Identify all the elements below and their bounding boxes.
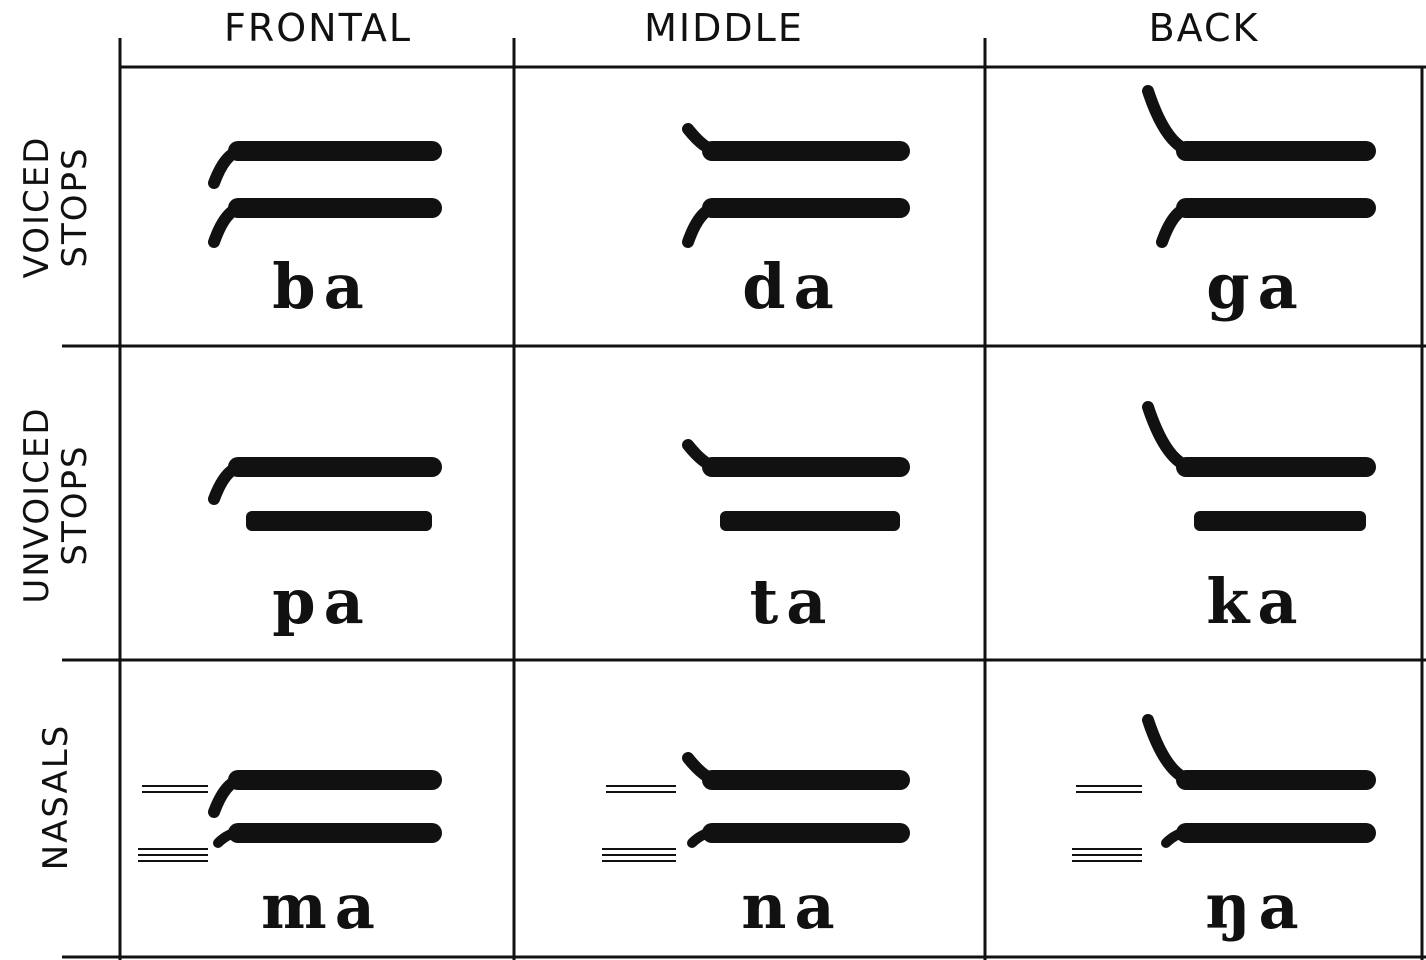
syllable-voiced-middle: da bbox=[742, 250, 842, 323]
row-header-line: STOPS bbox=[55, 444, 95, 566]
row-header-line: UNVOICED bbox=[17, 406, 57, 604]
formant-unvoiced-middle-f2-transition bbox=[682, 439, 722, 473]
formant-nasals-back-f3-transition bbox=[1161, 826, 1195, 848]
syllable-nasals-middle: na bbox=[741, 870, 843, 943]
formant-voiced-middle-f3-transition bbox=[682, 202, 722, 248]
syllable-nasals-back: ŋa bbox=[1205, 870, 1307, 943]
formant-nasals-frontal-f3-transition bbox=[213, 826, 247, 848]
formant-unvoiced-middle-f3-bar bbox=[720, 511, 900, 531]
column-header-frontal: FRONTAL bbox=[223, 6, 413, 50]
syllable-unvoiced-middle: ta bbox=[749, 565, 835, 638]
formant-nasals-frontal-f2-transition bbox=[208, 774, 248, 818]
formant-voiced-middle-f2-transition bbox=[682, 123, 722, 157]
syllable-nasals-frontal: ma bbox=[261, 870, 383, 943]
syllable-unvoiced-frontal: pa bbox=[272, 565, 372, 638]
syllable-voiced-frontal: ba bbox=[272, 250, 372, 323]
formant-voiced-back-f2-transition bbox=[1142, 85, 1196, 157]
row-header-line: STOPS bbox=[55, 146, 95, 268]
formant-unvoiced-frontal-f2-transition bbox=[208, 461, 248, 505]
formant-voiced-back-f3-transition bbox=[1156, 202, 1196, 248]
formant-unvoiced-frontal-f3-bar bbox=[246, 511, 432, 531]
syllable-unvoiced-back: ka bbox=[1206, 565, 1306, 638]
formant-voiced-frontal-f2-transition bbox=[208, 145, 248, 189]
formant-unvoiced-back-f2-transition bbox=[1142, 401, 1196, 473]
column-header-middle: MIDDLE bbox=[644, 6, 804, 50]
formant-nasals-back-f2-transition bbox=[1142, 714, 1196, 786]
row-header-line: NASALS bbox=[36, 723, 76, 871]
syllable-voiced-back: ga bbox=[1206, 250, 1306, 323]
row-header-nasals: NASALS bbox=[36, 723, 76, 871]
formant-nasals-middle-f3-transition bbox=[687, 826, 721, 848]
formant-voiced-frontal-f3-transition bbox=[208, 202, 248, 248]
row-header-line: VOICED bbox=[17, 135, 57, 279]
column-header-back: BACK bbox=[1148, 6, 1260, 50]
formant-unvoiced-back-f3-bar bbox=[1194, 511, 1366, 531]
formant-nasals-middle-f2-transition bbox=[682, 752, 722, 786]
